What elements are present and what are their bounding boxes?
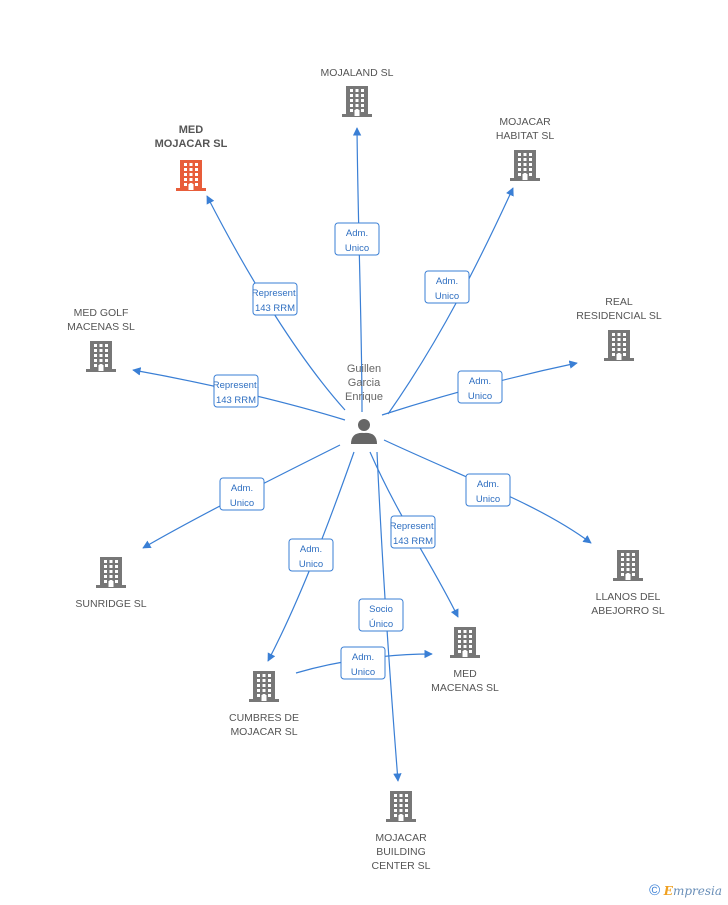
company-node-mojaland[interactable]: MOJALAND SL bbox=[321, 67, 394, 117]
company-node-med-golf-macenas[interactable]: MED GOLF MACENAS SL bbox=[67, 307, 135, 372]
edge-label-text: Unico bbox=[299, 559, 323, 570]
company-label: MOJACAR bbox=[375, 832, 427, 844]
company-label: MACENAS SL bbox=[67, 321, 135, 333]
edge-label-text: Unico bbox=[435, 291, 459, 302]
company-node-real-residencial[interactable]: REAL RESIDENCIAL SL bbox=[576, 296, 662, 361]
building-icon bbox=[613, 550, 643, 581]
edge-label-box bbox=[465, 473, 511, 507]
edge-label-text: Adm. bbox=[469, 376, 491, 387]
company-label: MOJACAR SL bbox=[155, 138, 228, 150]
nodes-layer: MOJALAND SL MOJACAR HABITAT SL MED MOJACAR S… bbox=[67, 67, 665, 872]
relation-edge[interactable]: Adm. Unico bbox=[267, 451, 355, 662]
building-icon bbox=[386, 791, 416, 822]
company-node-mojacar-habitat[interactable]: MOJACAR HABITAT SL bbox=[496, 116, 555, 181]
edge-label-box bbox=[213, 374, 259, 408]
relation-edge[interactable]: Adm. Unico bbox=[295, 646, 433, 680]
building-icon bbox=[510, 150, 540, 181]
company-label: CENTER SL bbox=[372, 860, 431, 872]
relation-edge[interactable]: Adm. Unico bbox=[334, 127, 380, 413]
building-icon bbox=[450, 627, 480, 658]
edge-label-text: Adm. bbox=[231, 483, 253, 494]
edge-label-text: Unico bbox=[351, 667, 375, 678]
company-node-med-macenas[interactable]: MED MACENAS SL bbox=[431, 627, 499, 694]
edge-label-box bbox=[424, 270, 470, 304]
person-icon bbox=[351, 419, 377, 444]
edge-label-text: Unico bbox=[345, 243, 369, 254]
edge-label-text: 143 RRM bbox=[393, 536, 433, 547]
edge-label-text: Unico bbox=[476, 494, 500, 505]
company-label: HABITAT SL bbox=[496, 130, 555, 142]
edge-label-box bbox=[334, 222, 380, 256]
company-node-sunridge[interactable]: SUNRIDGE SL bbox=[75, 557, 147, 610]
person-name: Guillen bbox=[347, 363, 381, 375]
brand-logo: Empresia bbox=[663, 884, 722, 898]
relation-edge[interactable]: Represent. 143 RRM bbox=[132, 367, 346, 421]
building-icon bbox=[604, 330, 634, 361]
company-label: ABEJORRO SL bbox=[591, 605, 665, 617]
edge-label-box bbox=[340, 646, 386, 680]
edge-label-box bbox=[390, 515, 436, 549]
edge-label-text: 143 RRM bbox=[216, 395, 256, 406]
edge-label-text: Único bbox=[369, 619, 393, 630]
relation-edge[interactable]: Adm. Unico bbox=[381, 360, 578, 416]
company-label: MOJALAND SL bbox=[321, 67, 394, 79]
person-name: Garcia bbox=[348, 377, 381, 389]
company-node-mojacar-building[interactable]: MOJACAR BUILDING CENTER SL bbox=[372, 791, 431, 872]
edge-label-text: Adm. bbox=[477, 479, 499, 490]
company-node-llanos-abejorro[interactable]: LLANOS DEL ABEJORRO SL bbox=[591, 550, 665, 617]
building-icon bbox=[96, 557, 126, 588]
edge-arrow bbox=[206, 195, 346, 411]
company-node-med-mojacar[interactable]: MED MOJACAR SL bbox=[155, 124, 228, 191]
company-label: MACENAS SL bbox=[431, 682, 499, 694]
edge-label-text: Unico bbox=[468, 391, 492, 402]
edge-label-text: Socio bbox=[369, 604, 393, 615]
building-icon bbox=[86, 341, 116, 372]
edge-label-text: Represent. bbox=[390, 521, 436, 532]
edge-label-box bbox=[288, 538, 334, 572]
company-label: REAL bbox=[605, 296, 633, 308]
company-label: SUNRIDGE SL bbox=[75, 598, 146, 610]
copyright-symbol: © bbox=[649, 882, 661, 899]
copyright-footer: © Empresia bbox=[649, 882, 722, 899]
edge-label-box bbox=[219, 477, 265, 511]
edge-arrow bbox=[352, 127, 363, 413]
edge-label-text: Represent. bbox=[213, 380, 259, 391]
company-label: MED bbox=[453, 668, 477, 680]
company-label: MOJACAR SL bbox=[230, 726, 297, 738]
edge-label-text: 143 RRM bbox=[255, 303, 295, 314]
edge-label-text: Adm. bbox=[346, 228, 368, 239]
company-label: MED bbox=[179, 124, 204, 136]
edge-label-box bbox=[252, 282, 298, 316]
building-icon bbox=[249, 671, 279, 702]
relation-edge[interactable]: Represent. 143 RRM bbox=[206, 195, 346, 411]
company-label: CUMBRES DE bbox=[229, 712, 299, 724]
relation-edge[interactable]: Adm. Unico bbox=[142, 444, 341, 549]
company-label: MED GOLF bbox=[74, 307, 129, 319]
person-name: Enrique bbox=[345, 391, 383, 403]
company-label: RESIDENCIAL SL bbox=[576, 310, 662, 322]
relation-edge[interactable]: Represent. 143 RRM bbox=[369, 451, 459, 618]
building-icon bbox=[176, 160, 206, 191]
edge-label-text: Adm. bbox=[300, 544, 322, 555]
building-icon bbox=[342, 86, 372, 117]
company-label: MOJACAR bbox=[499, 116, 551, 128]
edge-label-text: Adm. bbox=[436, 276, 458, 287]
company-label: LLANOS DEL bbox=[596, 591, 661, 603]
relation-edge[interactable]: Adm. Unico bbox=[383, 439, 592, 544]
edge-label-box bbox=[358, 598, 404, 632]
relation-edge[interactable]: Adm. Unico bbox=[387, 187, 514, 415]
company-label: BUILDING bbox=[376, 846, 426, 858]
edge-label-text: Adm. bbox=[352, 652, 374, 663]
edge-label-text: Unico bbox=[230, 498, 254, 509]
edge-label-text: Represent. bbox=[252, 288, 298, 299]
company-node-cumbres-mojacar[interactable]: CUMBRES DE MOJACAR SL bbox=[229, 671, 299, 738]
edge-label-box bbox=[457, 370, 503, 404]
